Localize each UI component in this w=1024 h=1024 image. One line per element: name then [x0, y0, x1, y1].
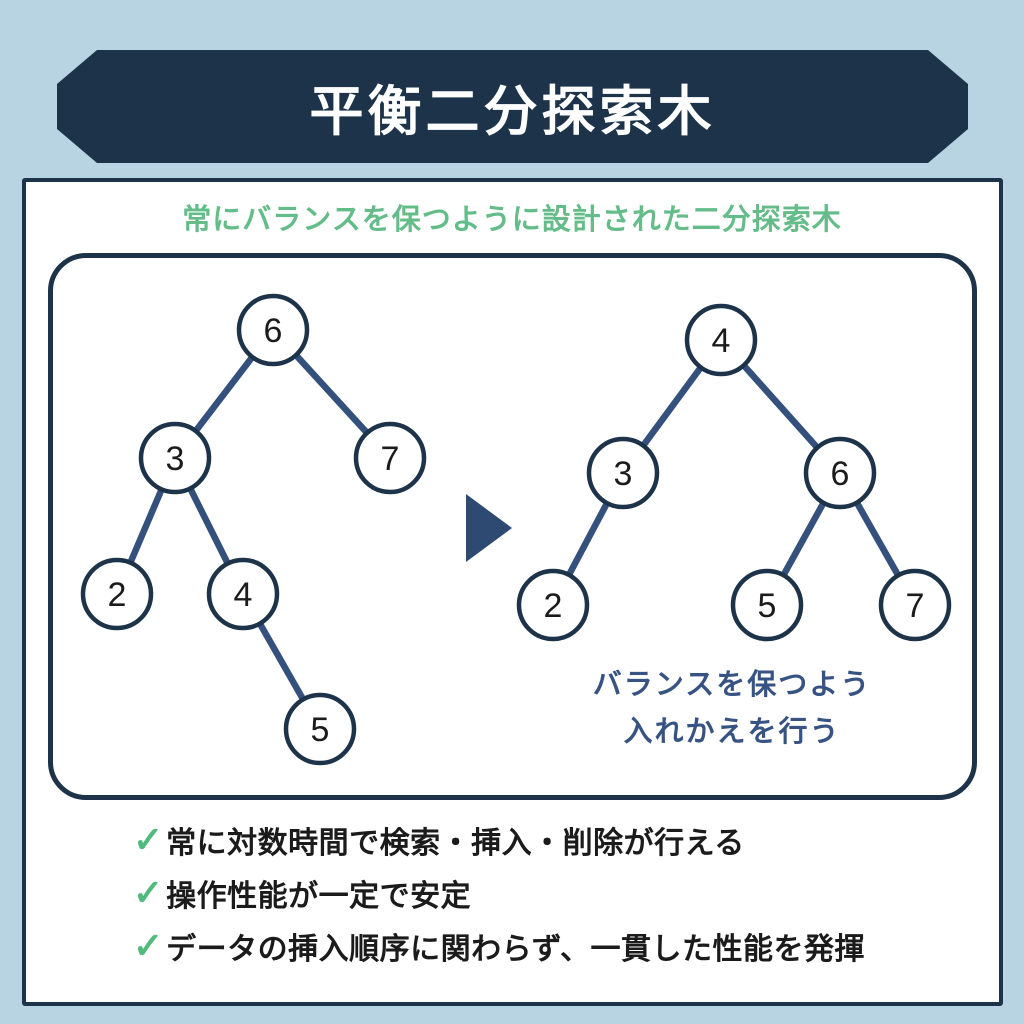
checklist-item: ✓ データの挿入順序に関わらず、一貫した性能を発揮 [133, 925, 993, 967]
page-title: 平衡二分探索木 [309, 82, 716, 142]
checklist-item: ✓ 常に対数時間で検索・挿入・削除が行える [133, 819, 993, 861]
title-banner: 平衡二分探索木 [57, 50, 968, 163]
check-icon: ✓ [133, 872, 164, 913]
check-icon: ✓ [133, 819, 164, 860]
check-icon: ✓ [133, 925, 164, 966]
checklist-item-text: 常に対数時間で検索・挿入・削除が行える [166, 827, 745, 860]
checklist-item: ✓ 操作性能が一定で安定 [133, 872, 993, 914]
benefits-checklist: ✓ 常に対数時間で検索・挿入・削除が行える ✓ 操作性能が一定で安定 ✓ データ… [133, 820, 993, 979]
subtitle-text: 常にバランスを保つように設計された二分探索木 [182, 204, 842, 236]
rebalance-caption-line1: バランスを保つよう [592, 669, 872, 701]
rebalance-caption-line2: 入れかえを行う [623, 716, 841, 748]
checklist-item-text: データの挿入順序に関わらず、一貫した性能を発揮 [166, 933, 865, 966]
checklist-item-text: 操作性能が一定で安定 [166, 880, 472, 913]
rebalance-caption: バランスを保つよう 入れかえを行う [532, 662, 932, 756]
